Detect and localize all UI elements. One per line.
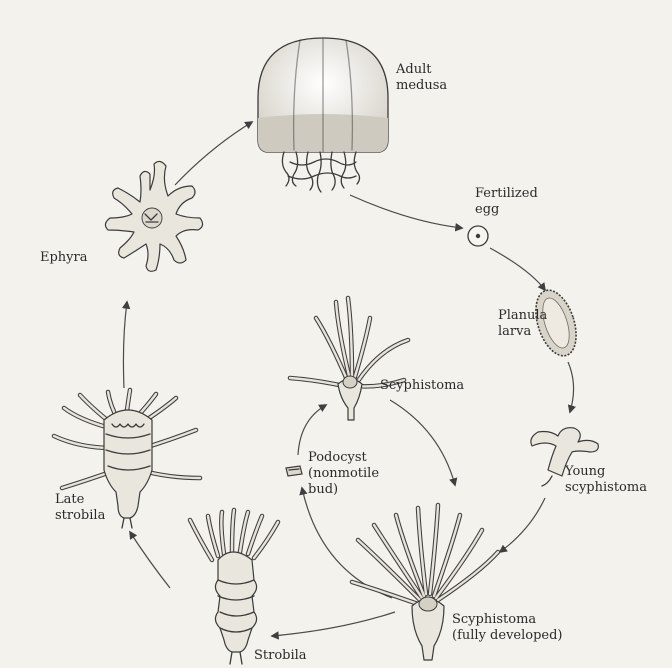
label-podocyst: Podocyst (nonmotile bud) <box>308 450 379 498</box>
label-strobila: Strobila <box>254 648 307 664</box>
arrow-developed-to-strobila <box>272 612 395 636</box>
label-adult-medusa: Adult medusa <box>396 62 447 94</box>
label-ephyra: Ephyra <box>40 250 88 266</box>
label-planula-larva: Planula larva <box>498 308 547 340</box>
adult-medusa-drawing <box>258 38 388 192</box>
label-young-scyphistoma: Young scyphistoma <box>565 464 647 496</box>
label-late-strobila: Late strobila <box>55 492 105 524</box>
arrow-planula-to-young <box>568 362 574 412</box>
arrow-late-strobila-to-ephyra <box>123 302 127 388</box>
arrow-ephyra-to-medusa <box>175 122 252 185</box>
fertilized-egg-drawing <box>468 226 488 246</box>
label-fertilized-egg: Fertilized egg <box>475 186 538 218</box>
arrow-young-to-developed <box>500 498 545 552</box>
scyphistoma-drawing <box>290 298 408 420</box>
arrow-egg-to-planula <box>490 248 545 290</box>
arrow-developed-to-podocyst <box>302 488 392 598</box>
arrow-strobila-to-late-strobila <box>130 532 170 588</box>
label-scyphistoma: Scyphistoma <box>380 378 464 394</box>
arrow-medusa-to-egg <box>350 195 462 228</box>
arrow-scyphistoma-to-developed <box>390 400 455 485</box>
label-scyphistoma-fully-developed: Scyphistoma (fully developed) <box>452 612 563 644</box>
ephyra-drawing <box>105 161 202 271</box>
arrow-podocyst-to-scyphistoma <box>298 405 326 455</box>
strobila-drawing <box>190 510 278 664</box>
podocyst-drawing <box>286 466 302 476</box>
